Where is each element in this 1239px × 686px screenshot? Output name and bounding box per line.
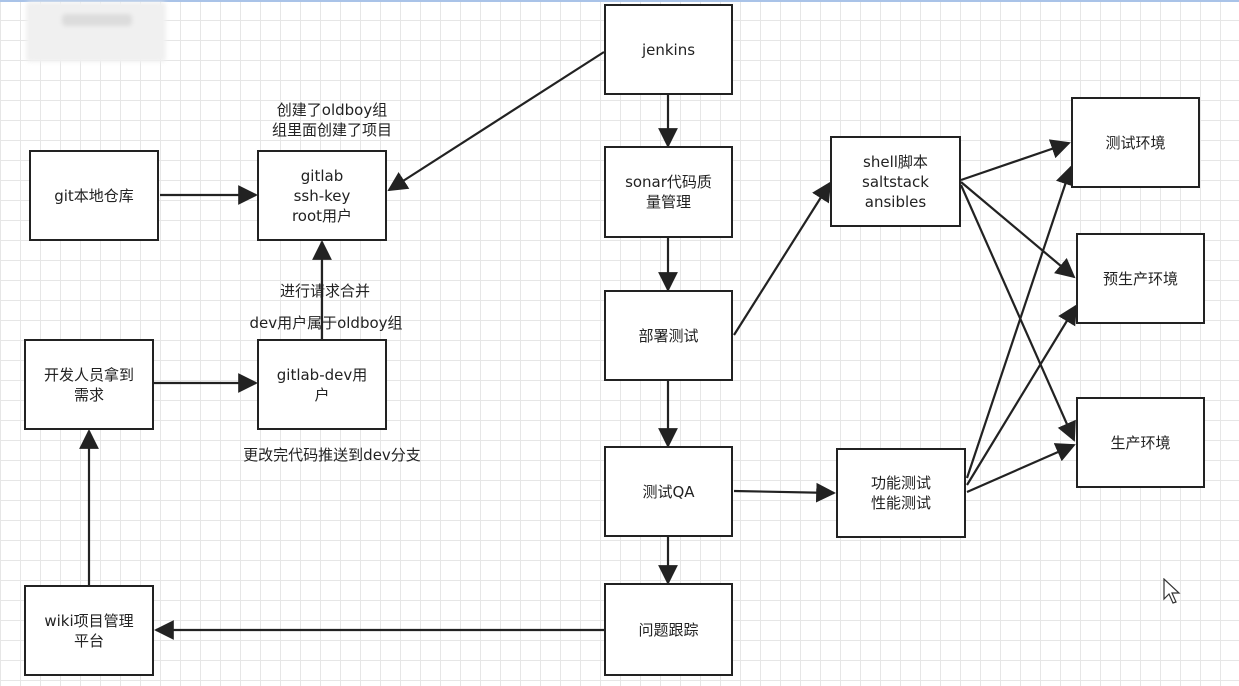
sonar-node[interactable]: sonar代码质 量管理 [604, 146, 733, 238]
prod-env-node[interactable]: 生产环境 [1076, 397, 1205, 488]
deploy-test-node[interactable]: 部署测试 [604, 290, 733, 381]
developer-node[interactable]: 开发人员拿到 需求 [24, 339, 154, 430]
edge-funcperf-to-preprod [966, 304, 1078, 486]
wiki-node[interactable]: wiki项目管理 平台 [24, 585, 154, 676]
label-push-dev: 更改完代码推送到dev分支 [243, 446, 421, 464]
label-dev-belongs: dev用户属于oldboy组 [249, 314, 403, 332]
test-env-node[interactable]: 测试环境 [1071, 97, 1200, 188]
edge-funcperf-to-testenv [965, 165, 1075, 479]
blurred-logo [26, 2, 166, 62]
scripts-node[interactable]: shell脚本 saltstack ansibles [830, 136, 961, 227]
test-qa-node[interactable]: 测试QA [604, 446, 733, 537]
label-merge-request: 进行请求合并 [279, 282, 370, 300]
func-perf-test-node[interactable]: 功能测试 性能测试 [836, 448, 966, 538]
edge-scripts-to-preprod [960, 181, 1076, 279]
edge-scripts-to-testenv [960, 139, 1071, 182]
jenkins-node[interactable]: jenkins [604, 4, 733, 95]
edge-funcperf-to-prod [966, 443, 1076, 494]
edge-deploy-to-scripts [733, 181, 832, 336]
edge-jenkins-to-gitlab [387, 51, 605, 192]
mouse-pointer-icon [1163, 578, 1181, 604]
issue-tracking-node[interactable]: 问题跟踪 [604, 583, 733, 676]
gitlab-dev-user-node[interactable]: gitlab-dev用 户 [257, 339, 387, 430]
top-border-line [0, 0, 1239, 2]
edge-scripts-to-prod [959, 184, 1076, 442]
edge-testqa-to-funcperf [733, 482, 836, 503]
preprod-env-node[interactable]: 预生产环境 [1076, 233, 1205, 324]
label-created-group: 创建了oldboy组 组里面创建了项目 [271, 101, 392, 139]
git-local-repo-node[interactable]: git本地仓库 [29, 150, 159, 241]
gitlab-node[interactable]: gitlab ssh-key root用户 [257, 150, 387, 241]
